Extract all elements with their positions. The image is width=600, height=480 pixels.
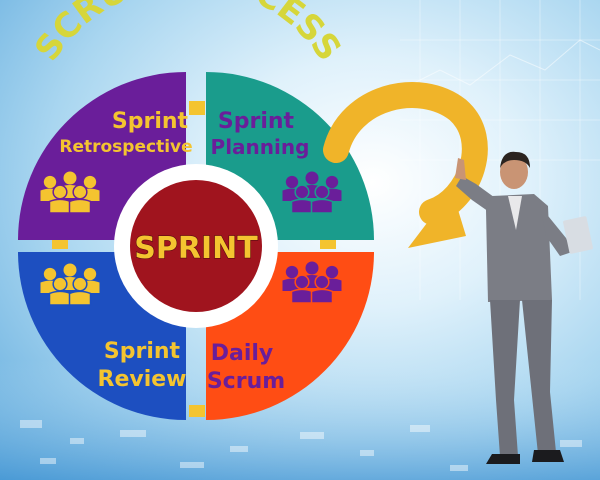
- background-grid: [399, 0, 600, 300]
- cycle-arrow-head: [408, 190, 466, 248]
- tablet: [563, 216, 593, 254]
- team-icon-retrospective: [40, 171, 100, 214]
- diagram-title: SCRUM PROCESS: [27, 0, 349, 68]
- center-circle: [130, 180, 262, 312]
- team-icon-planning: [282, 171, 342, 214]
- floor-tiles: [20, 420, 582, 471]
- team-icon-daily-scrum: [282, 261, 342, 304]
- connector-top: [189, 101, 205, 115]
- team-icon-review: [40, 263, 100, 306]
- businessman-head: [500, 155, 528, 189]
- connector-bottom: [189, 405, 205, 417]
- businessman: [455, 151, 593, 464]
- center-label: SPRINT: [134, 231, 258, 266]
